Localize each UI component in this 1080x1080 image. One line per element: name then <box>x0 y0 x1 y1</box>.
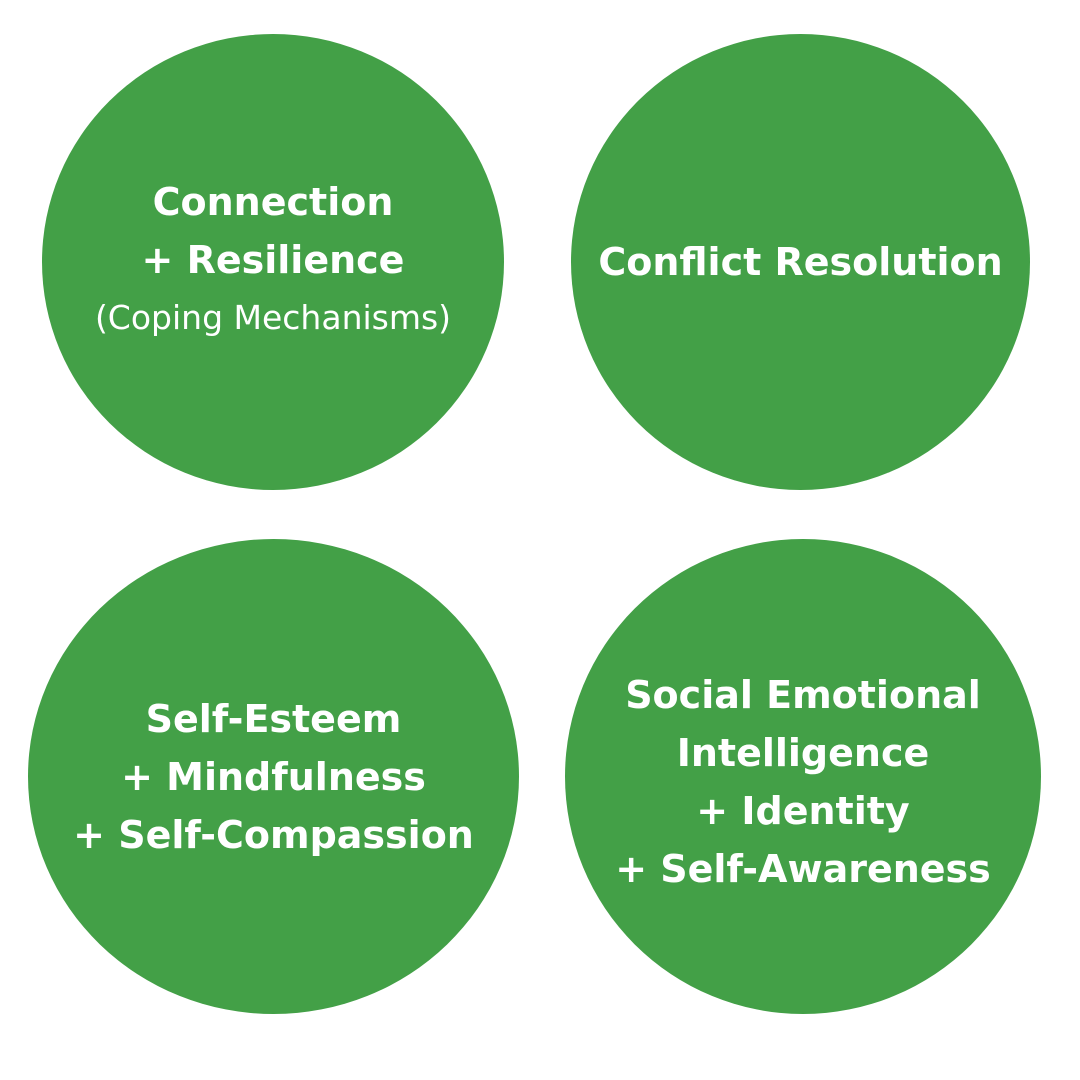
circle-title-line: + Self-Compassion <box>73 812 474 857</box>
circle-conflict-resolution: Conflict Resolution <box>571 34 1030 490</box>
circle-title-line: + Mindfulness <box>121 754 426 799</box>
circle-title-line: Intelligence <box>676 730 930 775</box>
circle-connection-resilience: Connection + Resilience (Coping Mechanis… <box>42 34 504 490</box>
circle-subtitle: (Coping Mechanisms) <box>94 298 452 337</box>
circle-title-line: Social Emotional <box>625 672 981 717</box>
circle-self-esteem: Self-Esteem + Mindfulness + Self-Compass… <box>28 539 519 1014</box>
circle-title-line: Connection <box>152 180 394 224</box>
circle-social-emotional-intelligence: Social Emotional Intelligence + Identity… <box>565 539 1041 1014</box>
circle-title-line: + Resilience <box>141 238 405 282</box>
circle-title-line: + Identity <box>696 788 910 833</box>
circle-title-line: Self-Esteem <box>145 696 402 741</box>
circle-title-line: + Self-Awareness <box>615 846 991 891</box>
circle-title-line: Conflict Resolution <box>598 240 1003 284</box>
